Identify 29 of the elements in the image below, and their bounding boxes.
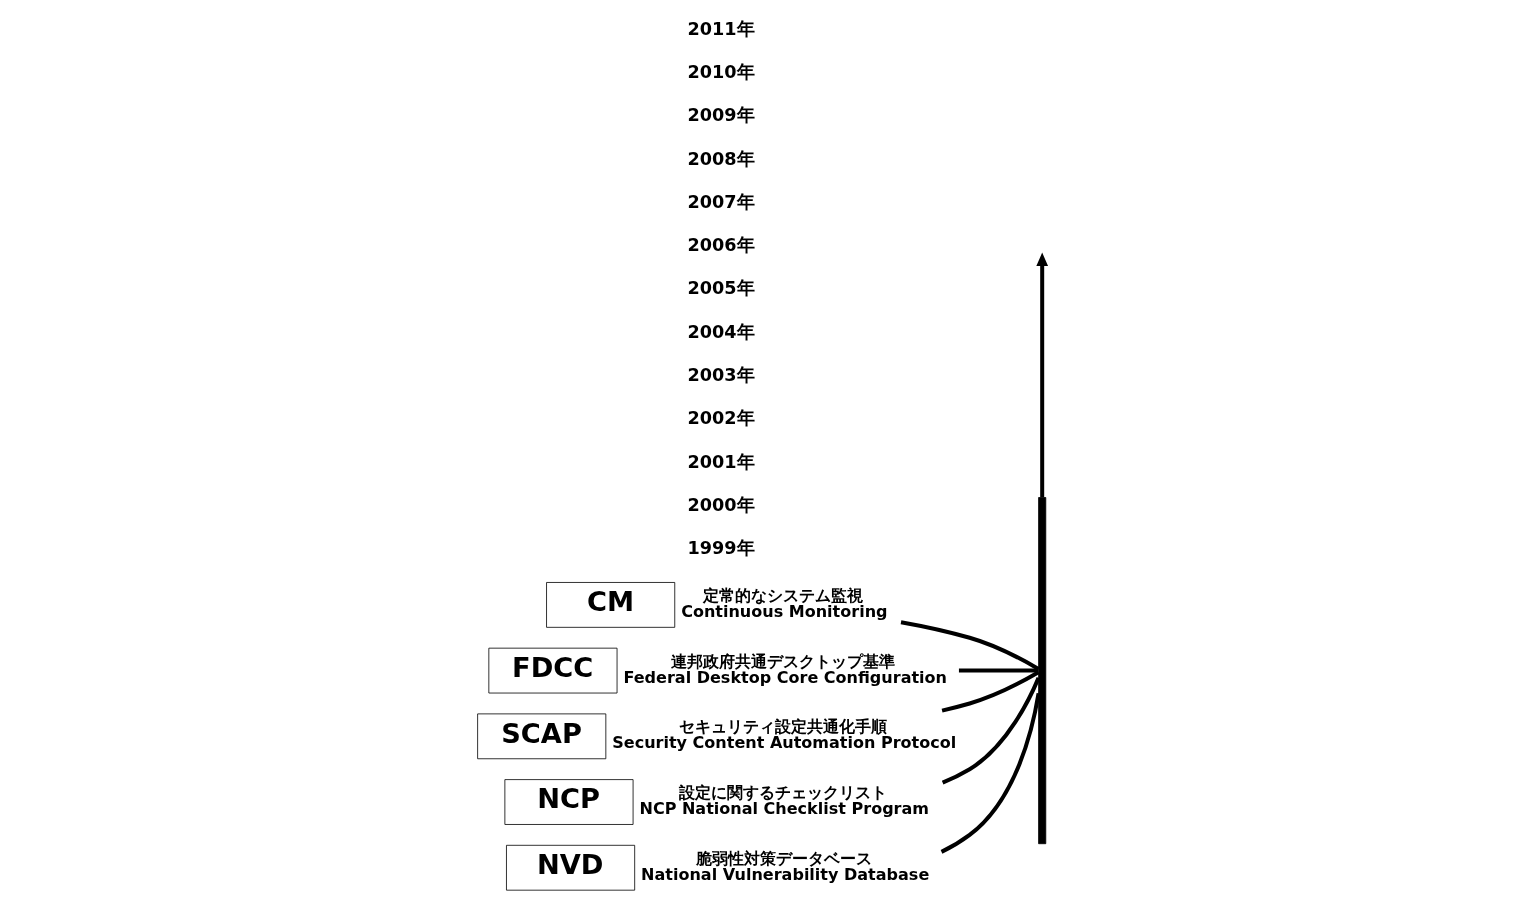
node-label: セキュリティ設定共通化手順 bbox=[678, 717, 887, 737]
label: 2009年 bbox=[687, 105, 755, 126]
connector bbox=[958, 668, 1038, 673]
label: 2004年 bbox=[687, 321, 755, 342]
node-bar bbox=[1037, 497, 1046, 845]
node-label: 脆弱性対策データベース bbox=[695, 848, 872, 868]
node-box: NCP bbox=[503, 779, 633, 825]
label: 2011年 bbox=[687, 18, 755, 39]
label: 2000年 bbox=[687, 494, 755, 515]
label: 2003年 bbox=[687, 364, 755, 385]
connector bbox=[941, 677, 1040, 785]
label: 2007年 bbox=[687, 191, 755, 212]
connector bbox=[900, 620, 1039, 671]
label: 2001年 bbox=[687, 451, 755, 472]
node-box: SCAP bbox=[476, 713, 606, 760]
node-label: 設定に関するチェックリスト bbox=[678, 783, 887, 803]
connector bbox=[941, 670, 1039, 713]
label: 1999年 bbox=[687, 538, 755, 559]
node-box: NVD bbox=[505, 844, 635, 891]
label: 2006年 bbox=[687, 235, 755, 256]
label: 2005年 bbox=[687, 278, 755, 299]
node-label: 定常的なシステム監視 bbox=[702, 585, 863, 605]
label: 2008年 bbox=[687, 148, 755, 169]
arrow bbox=[1035, 252, 1048, 498]
label: 2002年 bbox=[687, 408, 755, 429]
node-box: CM bbox=[545, 582, 675, 628]
connector bbox=[940, 692, 1041, 854]
label: 2010年 bbox=[687, 62, 755, 83]
node-box: FDCC bbox=[487, 647, 617, 694]
